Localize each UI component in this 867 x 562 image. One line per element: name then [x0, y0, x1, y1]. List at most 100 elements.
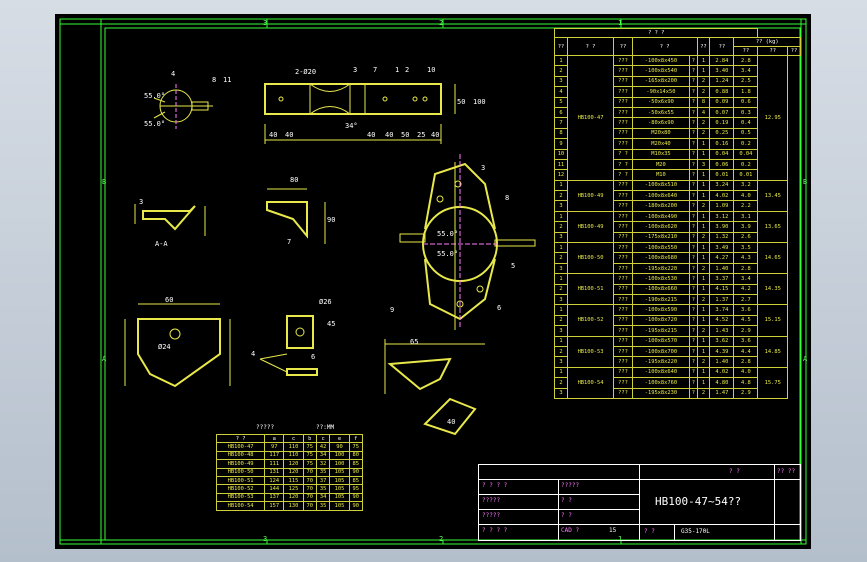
dim-cell: 75	[348, 442, 364, 452]
dim-cell: 137	[264, 492, 285, 503]
bom-cell: 0.2	[733, 158, 759, 171]
view-bar-elevation	[264, 83, 456, 144]
bom-cell: 4.8	[733, 377, 759, 389]
bom-cell: 3.74	[709, 304, 735, 316]
bom-cell: ?	[689, 65, 698, 77]
bom-cell: 3.4	[733, 273, 759, 285]
bom-cell: 4.27	[709, 252, 735, 264]
bom-cell: -180x8x200	[631, 200, 691, 212]
dim-cell: 70	[302, 484, 317, 494]
bom-cell: 1	[696, 221, 711, 233]
bom-cell: 0.01	[709, 169, 735, 181]
bom-cell: -50x6x90	[631, 96, 691, 108]
bom-cell: ?	[689, 158, 698, 171]
bom-cell: ???	[613, 127, 633, 140]
bom-cell: 2	[696, 200, 711, 212]
bom-cell: 2	[696, 387, 711, 399]
bom-cell: ?	[689, 387, 698, 399]
bom-cell-code: HB100-54	[566, 366, 615, 399]
bom-cell: 3.12	[709, 210, 735, 223]
bom-cell: 1	[696, 179, 711, 192]
label-part-4: 4	[171, 70, 175, 78]
bom-cell-no: 1	[554, 54, 568, 67]
bom-cell: 2.7	[733, 293, 759, 306]
bom-cell: 1	[696, 54, 711, 67]
bom-cell: ???	[613, 335, 633, 347]
bom-cell: 1	[696, 366, 711, 379]
bom-cell: ???	[613, 138, 633, 150]
bom-cell: 3.90	[709, 221, 735, 233]
label-angle-55-bottom: 55.0°	[144, 120, 165, 128]
bom-cell: 4.0	[733, 190, 759, 202]
label-part-8: 8	[212, 76, 216, 84]
bom-cell: 4.52	[709, 314, 735, 327]
bom-cell: 3.49	[709, 242, 735, 254]
ruler-left-a: A	[102, 355, 107, 363]
bom-cell: -50x6x55	[631, 106, 691, 119]
label-dia-24: Ø24	[158, 343, 171, 351]
ruler-bottom-1: 1	[618, 535, 623, 543]
dim-cell: HB100-48	[215, 450, 266, 461]
bom-cell: 2	[696, 117, 711, 129]
bom-subhead-2: ??	[787, 46, 801, 56]
bom-cell: 2.5	[733, 75, 759, 88]
bom-head-5: ??	[709, 37, 735, 56]
label-part-1: 1	[395, 66, 399, 74]
dim-cell: 90	[348, 467, 364, 477]
bom-cell: ?	[689, 335, 698, 347]
bom-cell: 2	[696, 262, 711, 275]
bom-cell: M10x35	[631, 148, 691, 160]
cad-drawing-canvas: 55.0° 55.0° 4 8 11 2-Ø20 3 7 1 2 10 34° …	[59, 18, 807, 545]
bom-cell: ???	[613, 117, 633, 129]
dim-cell: 80	[348, 450, 364, 461]
bom-cell-code: HB100-53	[566, 335, 615, 368]
dim-cell: 75	[302, 459, 317, 469]
bom-cell: ???	[613, 366, 633, 379]
dim-head-2: c	[283, 433, 304, 444]
bom-cell: -100x8x760	[631, 377, 691, 389]
bom-cell-no: 5	[554, 96, 568, 108]
bom-cell: -100x8x570	[631, 335, 691, 347]
label-dim-40-a: 40	[269, 131, 277, 139]
view-trapezoid-plate	[124, 303, 231, 388]
bom-cell: 0.6	[733, 96, 759, 108]
label-dim-25: 25	[417, 131, 425, 139]
bom-subhead-1: ??	[757, 46, 789, 56]
bom-cell: 0.04	[733, 148, 759, 160]
bom-cell: 0.19	[709, 117, 735, 129]
bom-cell: ?	[689, 273, 698, 285]
bom-cell: 2.8	[733, 262, 759, 275]
bom-cell: M10	[631, 169, 691, 181]
bom-cell: 1	[696, 169, 711, 181]
bom-cell: 2.84	[709, 54, 735, 67]
ruler-left-b: B	[102, 178, 107, 186]
bom-cell-no: 2	[554, 314, 568, 327]
label-dim-40-e: 40	[431, 131, 439, 139]
bom-cell: 1.32	[709, 231, 735, 244]
bom-cell: 3.62	[709, 335, 735, 347]
bom-cell: ???	[613, 345, 633, 358]
bom-cell: -100x8x510	[631, 179, 691, 192]
bom-cell-code: HB100-52	[566, 304, 615, 337]
bom-cell-no: 8	[554, 127, 568, 140]
label-dia-26: Ø26	[319, 298, 332, 306]
dim-cell: HB100-50	[215, 467, 266, 477]
dim-head-0: ? ?	[215, 433, 266, 444]
bom-cell: ?	[689, 75, 698, 88]
bom-cell: ???	[613, 106, 633, 119]
bom-cell: ???	[613, 252, 633, 264]
bom-cell: 1	[696, 273, 711, 285]
bom-cell: 2.8	[733, 54, 759, 67]
bom-cell: 3.6	[733, 335, 759, 347]
bom-cell: 1	[696, 314, 711, 327]
bom-cell: 4.5	[733, 314, 759, 327]
